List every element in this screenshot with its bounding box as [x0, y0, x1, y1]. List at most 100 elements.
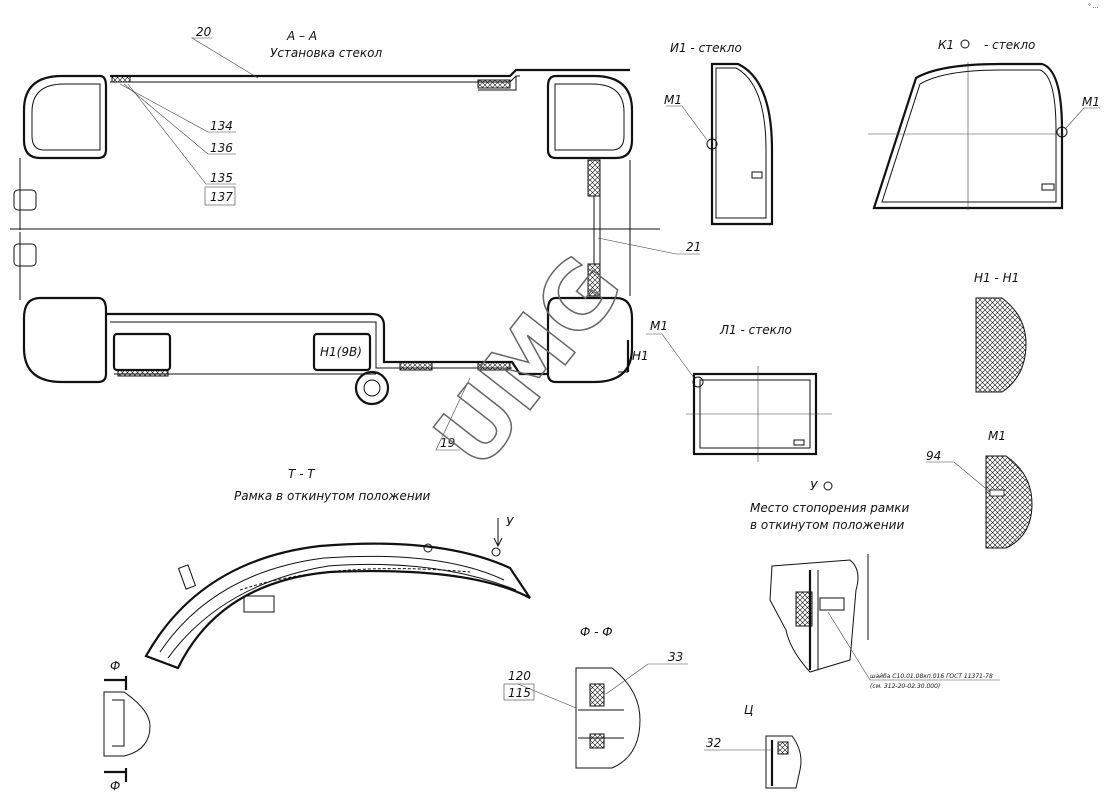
f-profile [103, 691, 151, 757]
l1-m1-marker [692, 376, 704, 388]
callout-33: 33 [668, 650, 683, 664]
corner-mark: ° ... [1088, 3, 1099, 10]
i1-glass-inner [715, 67, 767, 219]
top-seal-left [111, 75, 131, 83]
bottom-seal-mid [399, 361, 433, 371]
callout-134: 134 [210, 119, 233, 133]
top-beam-inner [110, 75, 520, 83]
bottom-wheel [354, 370, 390, 406]
tt-glass-line [239, 568, 471, 591]
m1-section-shape [985, 455, 1033, 549]
tt-frame-inner-1 [159, 555, 505, 653]
k1-m1-leader [1065, 107, 1100, 129]
bottom-box-right [312, 332, 372, 372]
left-hinge-top [13, 189, 37, 211]
section-aa-subtitle: Установка стекол [270, 46, 382, 60]
u-note-line1: шайба С10.01.08кп.016 ГОСТ 11371-78 [870, 673, 993, 680]
top-beam-outer [110, 68, 630, 78]
tt-bracket [177, 564, 197, 590]
view-u-caption-1: Место стопорения рамки [750, 501, 910, 515]
right-seal-top [587, 159, 601, 197]
view-m1-title: М1 [988, 429, 1006, 443]
left-hinge-bottom [13, 243, 37, 267]
bottom-seal-left [117, 369, 169, 377]
ff-seal-top [589, 683, 605, 707]
profile-top-right-inner [554, 83, 625, 151]
callout-115-frame [503, 683, 535, 701]
i1-glass-outline [710, 62, 774, 226]
f-profile-inner [112, 699, 125, 747]
view-u-caption-2: в откинутом положении [750, 518, 904, 532]
m1-insert [989, 489, 1005, 497]
callout-120: 120 [508, 669, 531, 683]
view-l1-title: Л1 - стекло [719, 323, 792, 337]
view-ts: Ц 32 [704, 703, 802, 789]
section-aa: А – А Установка стекол [10, 25, 701, 451]
callout-h1: Н1 [632, 349, 649, 363]
view-h1-h1: Н1 - Н1 [974, 271, 1027, 393]
bottom-beam-outer [106, 312, 548, 376]
view-i1-title: И1 - стекло [670, 41, 742, 55]
view-u: У Место стопорения рамки в откинутом пол… [750, 479, 1000, 690]
callout-m1-i1: М1 [664, 93, 682, 107]
k1-glass-tag [1041, 183, 1055, 191]
callout-94: 94 [926, 449, 941, 463]
view-k1-suffix: - стекло [984, 38, 1035, 52]
ff-seal-bottom [589, 733, 605, 749]
h1h1-section-shape [975, 297, 1027, 393]
profile-top-left [22, 74, 108, 160]
profile-bottom-left [22, 296, 108, 384]
u-note-line2: (см. 312-20-02.30.000) [870, 683, 940, 690]
section-tt-subtitle: Рамка в откинутом положении [234, 489, 431, 503]
section-ff-title: Ф - Ф [580, 625, 613, 639]
leader-135 [127, 83, 236, 185]
k1-glass-outline [872, 62, 1064, 210]
callout-136: 136 [210, 141, 233, 155]
i1-m1-marker [706, 138, 718, 150]
callout-f-top: Ф [110, 659, 120, 673]
leader-19 [435, 377, 471, 451]
tt-fixing-point [423, 543, 433, 553]
callout-115: 115 [508, 686, 531, 700]
u-lock-bolt [819, 597, 845, 611]
ts-seal [777, 741, 789, 755]
callout-135: 135 [210, 171, 233, 185]
leader-134 [119, 83, 236, 133]
section-f-marker: Ф Ф [103, 659, 151, 793]
view-ts-title: Ц [744, 703, 753, 717]
leader-120-115 [517, 683, 577, 709]
view-m1: М1 94 [926, 429, 1033, 549]
tt-frame-outer [144, 542, 531, 670]
tt-frame-inner-2 [167, 563, 517, 659]
section-tt-title: Т - Т [288, 467, 316, 481]
bottom-beam-inner [110, 321, 512, 369]
callout-32: 32 [706, 736, 721, 750]
view-k1-glass: К1 - стекло М1 [868, 38, 1100, 210]
view-u-title: У [810, 479, 818, 493]
view-u-circle-mark [823, 481, 833, 491]
view-i1-glass: И1 - стекло М1 [664, 41, 774, 226]
callout-h1-9b: Н1(9В) [320, 345, 362, 359]
section-tt: Т - Т Рамка в откинутом положении У [144, 467, 531, 670]
ff-profile [575, 667, 641, 769]
tt-view-arrow-head [493, 537, 503, 548]
profile-top-left-inner [31, 83, 101, 151]
tt-fixing-point [491, 547, 501, 557]
top-seal-right [477, 79, 511, 89]
tt-hinge [243, 595, 275, 613]
k1-m1-marker [1056, 126, 1068, 138]
view-h1h1-title: Н1 - Н1 [974, 271, 1019, 285]
leader-33 [605, 663, 688, 695]
bottom-wheel-hub [363, 379, 381, 397]
u-note-leader [827, 611, 1000, 681]
callout-u-arrow: У [506, 515, 514, 529]
view-l1-glass: Л1 - стекло М1 [646, 319, 832, 462]
top-beam-step [478, 76, 517, 91]
section-aa-title: А – А [286, 29, 317, 43]
callout-f-bottom: Ф [110, 779, 120, 793]
u-body [769, 559, 859, 673]
i1-glass-tag [751, 171, 763, 179]
callout-137-frame [204, 186, 236, 206]
leader-94 [926, 461, 991, 493]
